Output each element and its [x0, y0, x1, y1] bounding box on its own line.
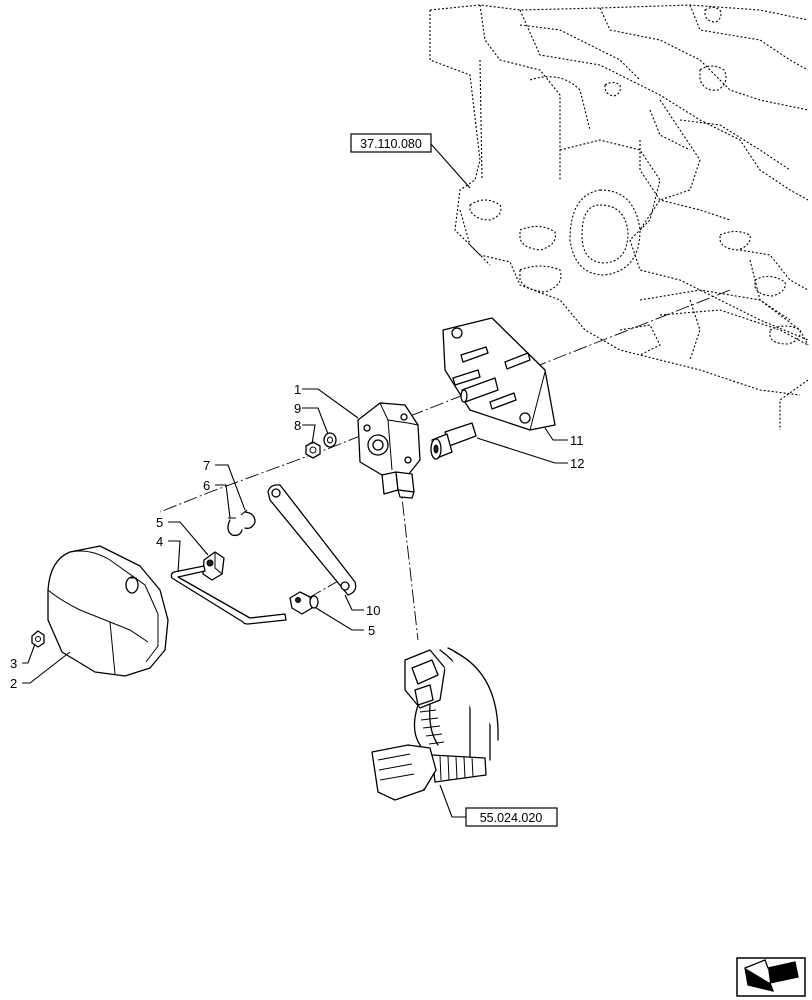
- callout-1: 1: [294, 382, 301, 397]
- reference-box-housing[interactable]: 37.110.080: [350, 133, 432, 153]
- callout-4: 4: [156, 534, 163, 549]
- lever-arm: [267, 484, 357, 596]
- callout-12: 12: [570, 456, 584, 471]
- sensor-cover: [47, 545, 169, 677]
- arrow-navigation-icon[interactable]: [736, 957, 806, 997]
- linkage-rod: [170, 565, 287, 625]
- callout-2: 2: [10, 676, 17, 691]
- callout-9: 9: [294, 401, 301, 416]
- callout-labels: 1 9 8 7 6 5 4 10 5 11 12 3 2: [10, 382, 584, 691]
- retaining-clip-7: [240, 509, 256, 530]
- callout-3: 3: [10, 656, 17, 671]
- callout-6: 6: [203, 478, 210, 493]
- washer-9: [323, 432, 337, 448]
- hex-nut-8: [305, 441, 321, 459]
- socket-head-screw: [430, 422, 477, 460]
- reference-box-harness[interactable]: 55.024.020: [465, 807, 558, 827]
- reference-housing-label: 37.110.080: [360, 137, 422, 151]
- wiring-harness: [371, 647, 499, 801]
- housing-ghost-outline: [429, 4, 809, 430]
- assembly-center-lines: [159, 289, 731, 641]
- cover-nut: [31, 630, 45, 648]
- ball-joint-upper: [202, 551, 225, 581]
- callout-8: 8: [294, 418, 301, 433]
- leader-lines: [22, 143, 568, 818]
- callout-5-lower: 5: [368, 623, 375, 638]
- callout-7: 7: [203, 458, 210, 473]
- retaining-clip-6: [227, 517, 243, 537]
- mounting-plate: [442, 317, 556, 431]
- position-sensor: [357, 402, 421, 499]
- reference-harness-label: 55.024.020: [480, 811, 543, 825]
- callout-5-upper: 5: [156, 515, 163, 530]
- callout-11: 11: [570, 433, 584, 448]
- callout-10: 10: [366, 603, 380, 618]
- ball-joint-lower: [289, 591, 319, 615]
